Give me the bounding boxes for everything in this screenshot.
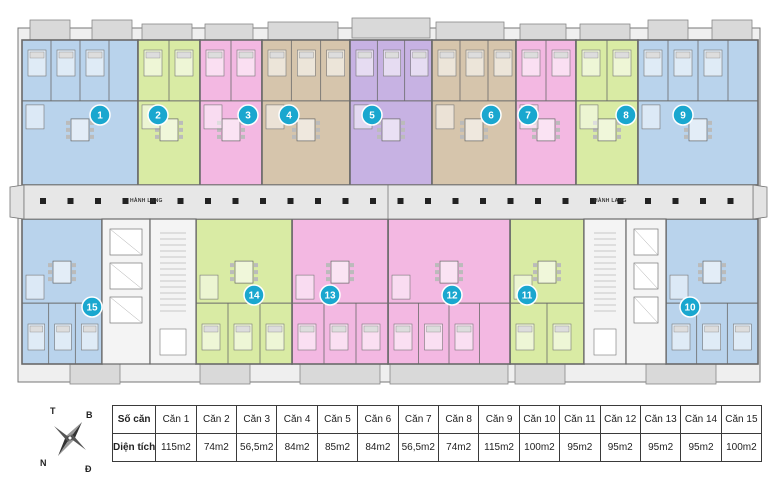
table-cell: Căn 3 <box>236 405 278 434</box>
table-cell: 56,5m2 <box>236 433 278 462</box>
compass-b-label: B <box>86 410 93 420</box>
compass-n-label: N <box>40 458 47 468</box>
apartment-unit-6 <box>431 39 517 186</box>
svg-text:2: 2 <box>155 111 161 122</box>
compass-d-label: Đ <box>85 464 92 474</box>
apartment-unit-9 <box>637 39 759 186</box>
svg-text:9: 9 <box>680 111 686 122</box>
service-core <box>583 218 627 365</box>
unit-badge-10: 10 <box>679 296 701 318</box>
svg-text:8: 8 <box>623 111 629 122</box>
svg-text:14: 14 <box>248 291 260 302</box>
header-area: Diện tích <box>111 433 157 462</box>
table-cell: Căn 11 <box>559 405 601 434</box>
unit-badge-2: 2 <box>147 104 169 126</box>
table-row-areas: Diện tích 115m2 74m2 56,5m2 84m2 85m2 84… <box>111 433 763 462</box>
corridor-floor <box>23 184 754 220</box>
table-cell: Căn 15 <box>720 405 763 434</box>
apartment-unit-8 <box>575 39 639 186</box>
table-cell: Căn 12 <box>599 405 641 434</box>
svg-text:5: 5 <box>369 111 375 122</box>
table-cell: Căn 8 <box>437 405 480 434</box>
bottom-balconies <box>69 363 717 385</box>
table-cell: Căn 6 <box>357 405 399 434</box>
svg-text:4: 4 <box>286 111 292 122</box>
svg-text:6: 6 <box>488 111 494 122</box>
apartment-unit-15 <box>21 218 103 365</box>
table-cell: Căn 4 <box>276 405 318 434</box>
table-cell: Căn 13 <box>639 405 682 434</box>
table-cell: 95m2 <box>599 433 641 462</box>
svg-text:15: 15 <box>86 303 98 314</box>
svg-text:3: 3 <box>245 111 251 122</box>
unit-badge-12: 12 <box>441 284 463 306</box>
table-cell: Căn 14 <box>680 405 722 434</box>
unit-badge-9: 9 <box>672 104 694 126</box>
unit-badge-3: 3 <box>237 104 259 126</box>
corridor-left-end <box>9 184 25 220</box>
apartment-unit-2 <box>137 39 201 186</box>
svg-text:10: 10 <box>684 303 696 314</box>
unit-badge-15: 15 <box>81 296 103 318</box>
corridor: HÀNH LANG HÀNH LANG <box>9 184 768 220</box>
unit-badge-13: 13 <box>319 284 341 306</box>
compass-needle <box>54 422 86 456</box>
corridor-label-right: HÀNH LANG <box>594 197 627 204</box>
corridor-label-left: HÀNH LANG <box>130 197 163 204</box>
table-row-apartments: Số căn Căn 1 Căn 2 Căn 3 Căn 4 Căn 5 Căn… <box>111 405 763 434</box>
service-core <box>149 218 197 365</box>
svg-text:12: 12 <box>446 291 458 302</box>
unit-badge-7: 7 <box>517 104 539 126</box>
svg-text:11: 11 <box>522 291 533 302</box>
table-cell: Căn 10 <box>518 405 561 434</box>
unit-badge-6: 6 <box>480 104 502 126</box>
unit-badge-11: 11 <box>516 284 538 306</box>
table-cell: 95m2 <box>680 433 722 462</box>
header-apartment-no: Số căn <box>111 405 157 434</box>
service-core <box>625 218 667 365</box>
compass-rose: T B N Đ <box>40 406 93 474</box>
table-cell: Căn 1 <box>155 405 197 434</box>
svg-text:7: 7 <box>525 111 531 122</box>
table-cell: 100m2 <box>518 433 561 462</box>
top-balconies <box>29 17 753 45</box>
corridor-right-end <box>752 184 768 220</box>
table-cell: 115m2 <box>478 433 520 462</box>
unit-badge-4: 4 <box>278 104 300 126</box>
table-cell: 85m2 <box>316 433 359 462</box>
service-cores <box>101 218 667 365</box>
apartment-unit-1 <box>21 39 139 186</box>
table-cell: 115m2 <box>155 433 197 462</box>
table-cell: 74m2 <box>437 433 480 462</box>
table-cell: 95m2 <box>639 433 682 462</box>
unit-badge-1: 1 <box>89 104 111 126</box>
table-cell: Căn 2 <box>195 405 238 434</box>
apartment-unit-10 <box>665 218 759 365</box>
apartment-area-table: Số căn Căn 1 Căn 2 Căn 3 Căn 4 Căn 5 Căn… <box>111 405 763 462</box>
table-cell: 95m2 <box>559 433 601 462</box>
svg-text:13: 13 <box>324 291 336 302</box>
table-cell: 74m2 <box>195 433 238 462</box>
unit-badge-5: 5 <box>361 104 383 126</box>
unit-badge-14: 14 <box>243 284 265 306</box>
table-cell: Căn 7 <box>397 405 439 434</box>
unit-badge-8: 8 <box>615 104 637 126</box>
table-cell: Căn 5 <box>316 405 359 434</box>
table-cell: 56,5m2 <box>397 433 439 462</box>
table-cell: 84m2 <box>357 433 399 462</box>
table-cell: 100m2 <box>720 433 763 462</box>
compass-t-label: T <box>50 406 56 416</box>
table-cell: Căn 9 <box>478 405 520 434</box>
table-cell: 84m2 <box>276 433 318 462</box>
apartment-unit-4 <box>261 39 351 186</box>
service-core <box>101 218 151 365</box>
corridor-lights <box>40 185 734 219</box>
svg-text:1: 1 <box>97 111 103 122</box>
